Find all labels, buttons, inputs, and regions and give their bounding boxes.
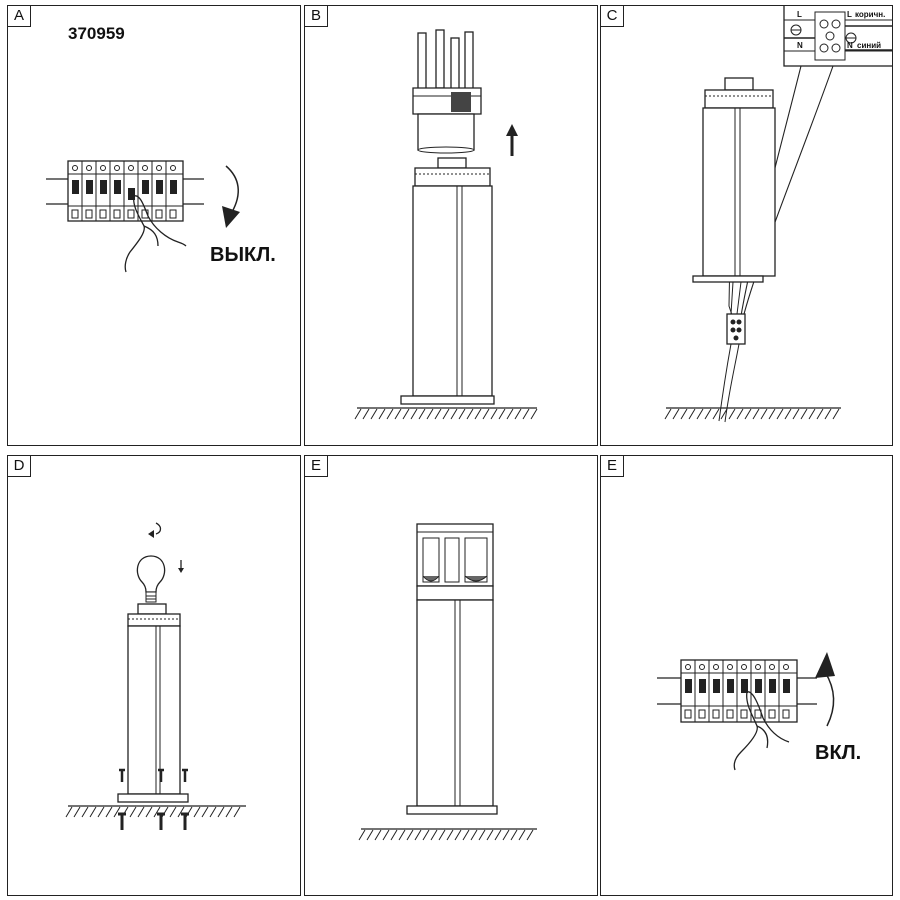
- assembled-lamp: [406, 523, 498, 815]
- lamp-post: [117, 603, 189, 803]
- neutral-symbol: N: [797, 41, 803, 50]
- hand-icon: [733, 691, 790, 771]
- neutral-wire-color: синий: [857, 41, 882, 50]
- live-symbol: L: [797, 10, 802, 19]
- panel-b: B: [304, 5, 598, 446]
- panel-f-label: E: [601, 456, 624, 477]
- panel-b-label: B: [305, 6, 328, 27]
- panel-f: E: [600, 455, 893, 896]
- panel-e-label: E: [305, 456, 328, 477]
- anchor-icons: [118, 812, 189, 830]
- curved-arrow-down-icon: [225, 165, 239, 213]
- panel-f-drawing: [657, 652, 835, 771]
- live-wire-color: коричн.: [855, 10, 886, 19]
- panel-a: A 370959: [7, 5, 301, 446]
- panel-a-drawing: [46, 160, 240, 273]
- lamp-head: [412, 29, 482, 154]
- circuit-breaker-panel: [680, 659, 798, 723]
- off-label: ВЫКЛ.: [210, 244, 276, 266]
- panel-d-drawing: [65, 522, 246, 830]
- panel-d-label: D: [8, 456, 31, 477]
- light-bulb-icon: [136, 555, 166, 603]
- panel-b-drawing: [354, 29, 538, 420]
- live-symbol-right: L: [847, 10, 852, 19]
- panel-c-drawing: [664, 6, 892, 423]
- panel-d: D: [7, 455, 301, 896]
- hand-icon: [124, 195, 187, 273]
- screw-icons: [119, 768, 188, 782]
- arrow-down-icon: [178, 568, 184, 573]
- panel-e-drawing: [358, 523, 537, 841]
- lamp-post: [400, 157, 495, 405]
- neutral-symbol-right: N: [847, 41, 853, 50]
- model-number: 370959: [68, 24, 125, 43]
- curved-arrow-up-icon: [824, 671, 835, 727]
- arrow-up-icon: [506, 124, 518, 136]
- wiring-diagram: [783, 6, 892, 67]
- panel-e: E: [304, 455, 598, 896]
- circuit-breaker-panel: [67, 160, 184, 222]
- panel-c: C: [600, 5, 893, 446]
- on-label: ВКЛ.: [815, 742, 862, 764]
- panel-a-label: A: [8, 6, 31, 27]
- lamp-post: [692, 77, 776, 283]
- panel-c-label: C: [601, 6, 624, 27]
- rotate-arrow-icon: [155, 522, 162, 535]
